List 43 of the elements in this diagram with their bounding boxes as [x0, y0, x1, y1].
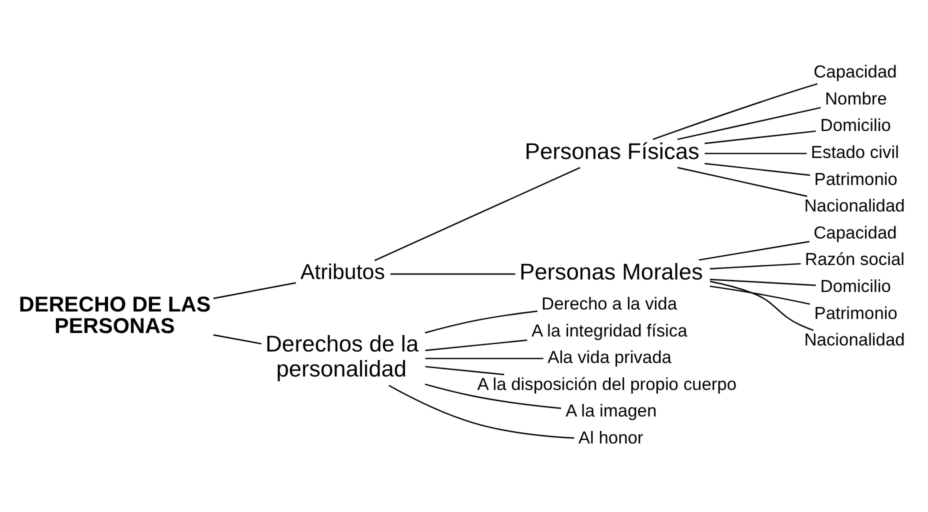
node-text: Patrimonio — [814, 302, 897, 323]
connector — [424, 358, 543, 360]
node-text: Derechos de la personalidad — [265, 330, 418, 382]
node-text: A la disposición del propio cuerpo — [476, 374, 736, 394]
connector — [676, 107, 820, 140]
connector — [212, 282, 296, 300]
node-text: Domicilio — [820, 115, 890, 136]
node-text: Capacidad — [813, 62, 896, 82]
connector — [424, 310, 538, 334]
node-text: Razón social — [804, 249, 904, 270]
connector — [709, 278, 816, 286]
node-text: Patrimonio — [814, 168, 897, 189]
connector — [652, 83, 818, 140]
connector — [424, 340, 527, 352]
connector — [676, 166, 807, 197]
node-text: Nombre — [824, 88, 886, 108]
node-text: Nacionalidad — [804, 196, 904, 216]
node-text: Nacionalidad — [804, 330, 904, 350]
node-text: Al honor — [578, 427, 643, 448]
node-text: Personas Físicas — [524, 138, 699, 164]
connector — [709, 280, 814, 331]
connector — [424, 384, 561, 409]
connector — [709, 286, 810, 305]
node-text: Derecho a la vida — [541, 293, 677, 314]
connector — [704, 162, 810, 176]
connector — [704, 152, 806, 154]
connector — [388, 384, 574, 439]
connector — [424, 366, 504, 376]
node-text: A la imagen — [565, 400, 656, 421]
node-text: DERECHO DE LAS PERSONAS — [18, 292, 210, 338]
connector — [212, 334, 262, 344]
connector — [374, 166, 580, 262]
node-text: Capacidad — [813, 222, 896, 242]
connector — [390, 273, 515, 275]
node-text: Domicilio — [820, 276, 890, 296]
node-text: Estado civil — [810, 142, 898, 162]
connector — [709, 263, 800, 270]
node-text: Ala vida privada — [547, 347, 671, 368]
node-text: A la integridad física — [531, 320, 687, 340]
connector — [704, 130, 816, 144]
connector — [698, 240, 810, 261]
node-text: Atributos — [300, 260, 384, 284]
node-text: Personas Morales — [518, 258, 702, 285]
